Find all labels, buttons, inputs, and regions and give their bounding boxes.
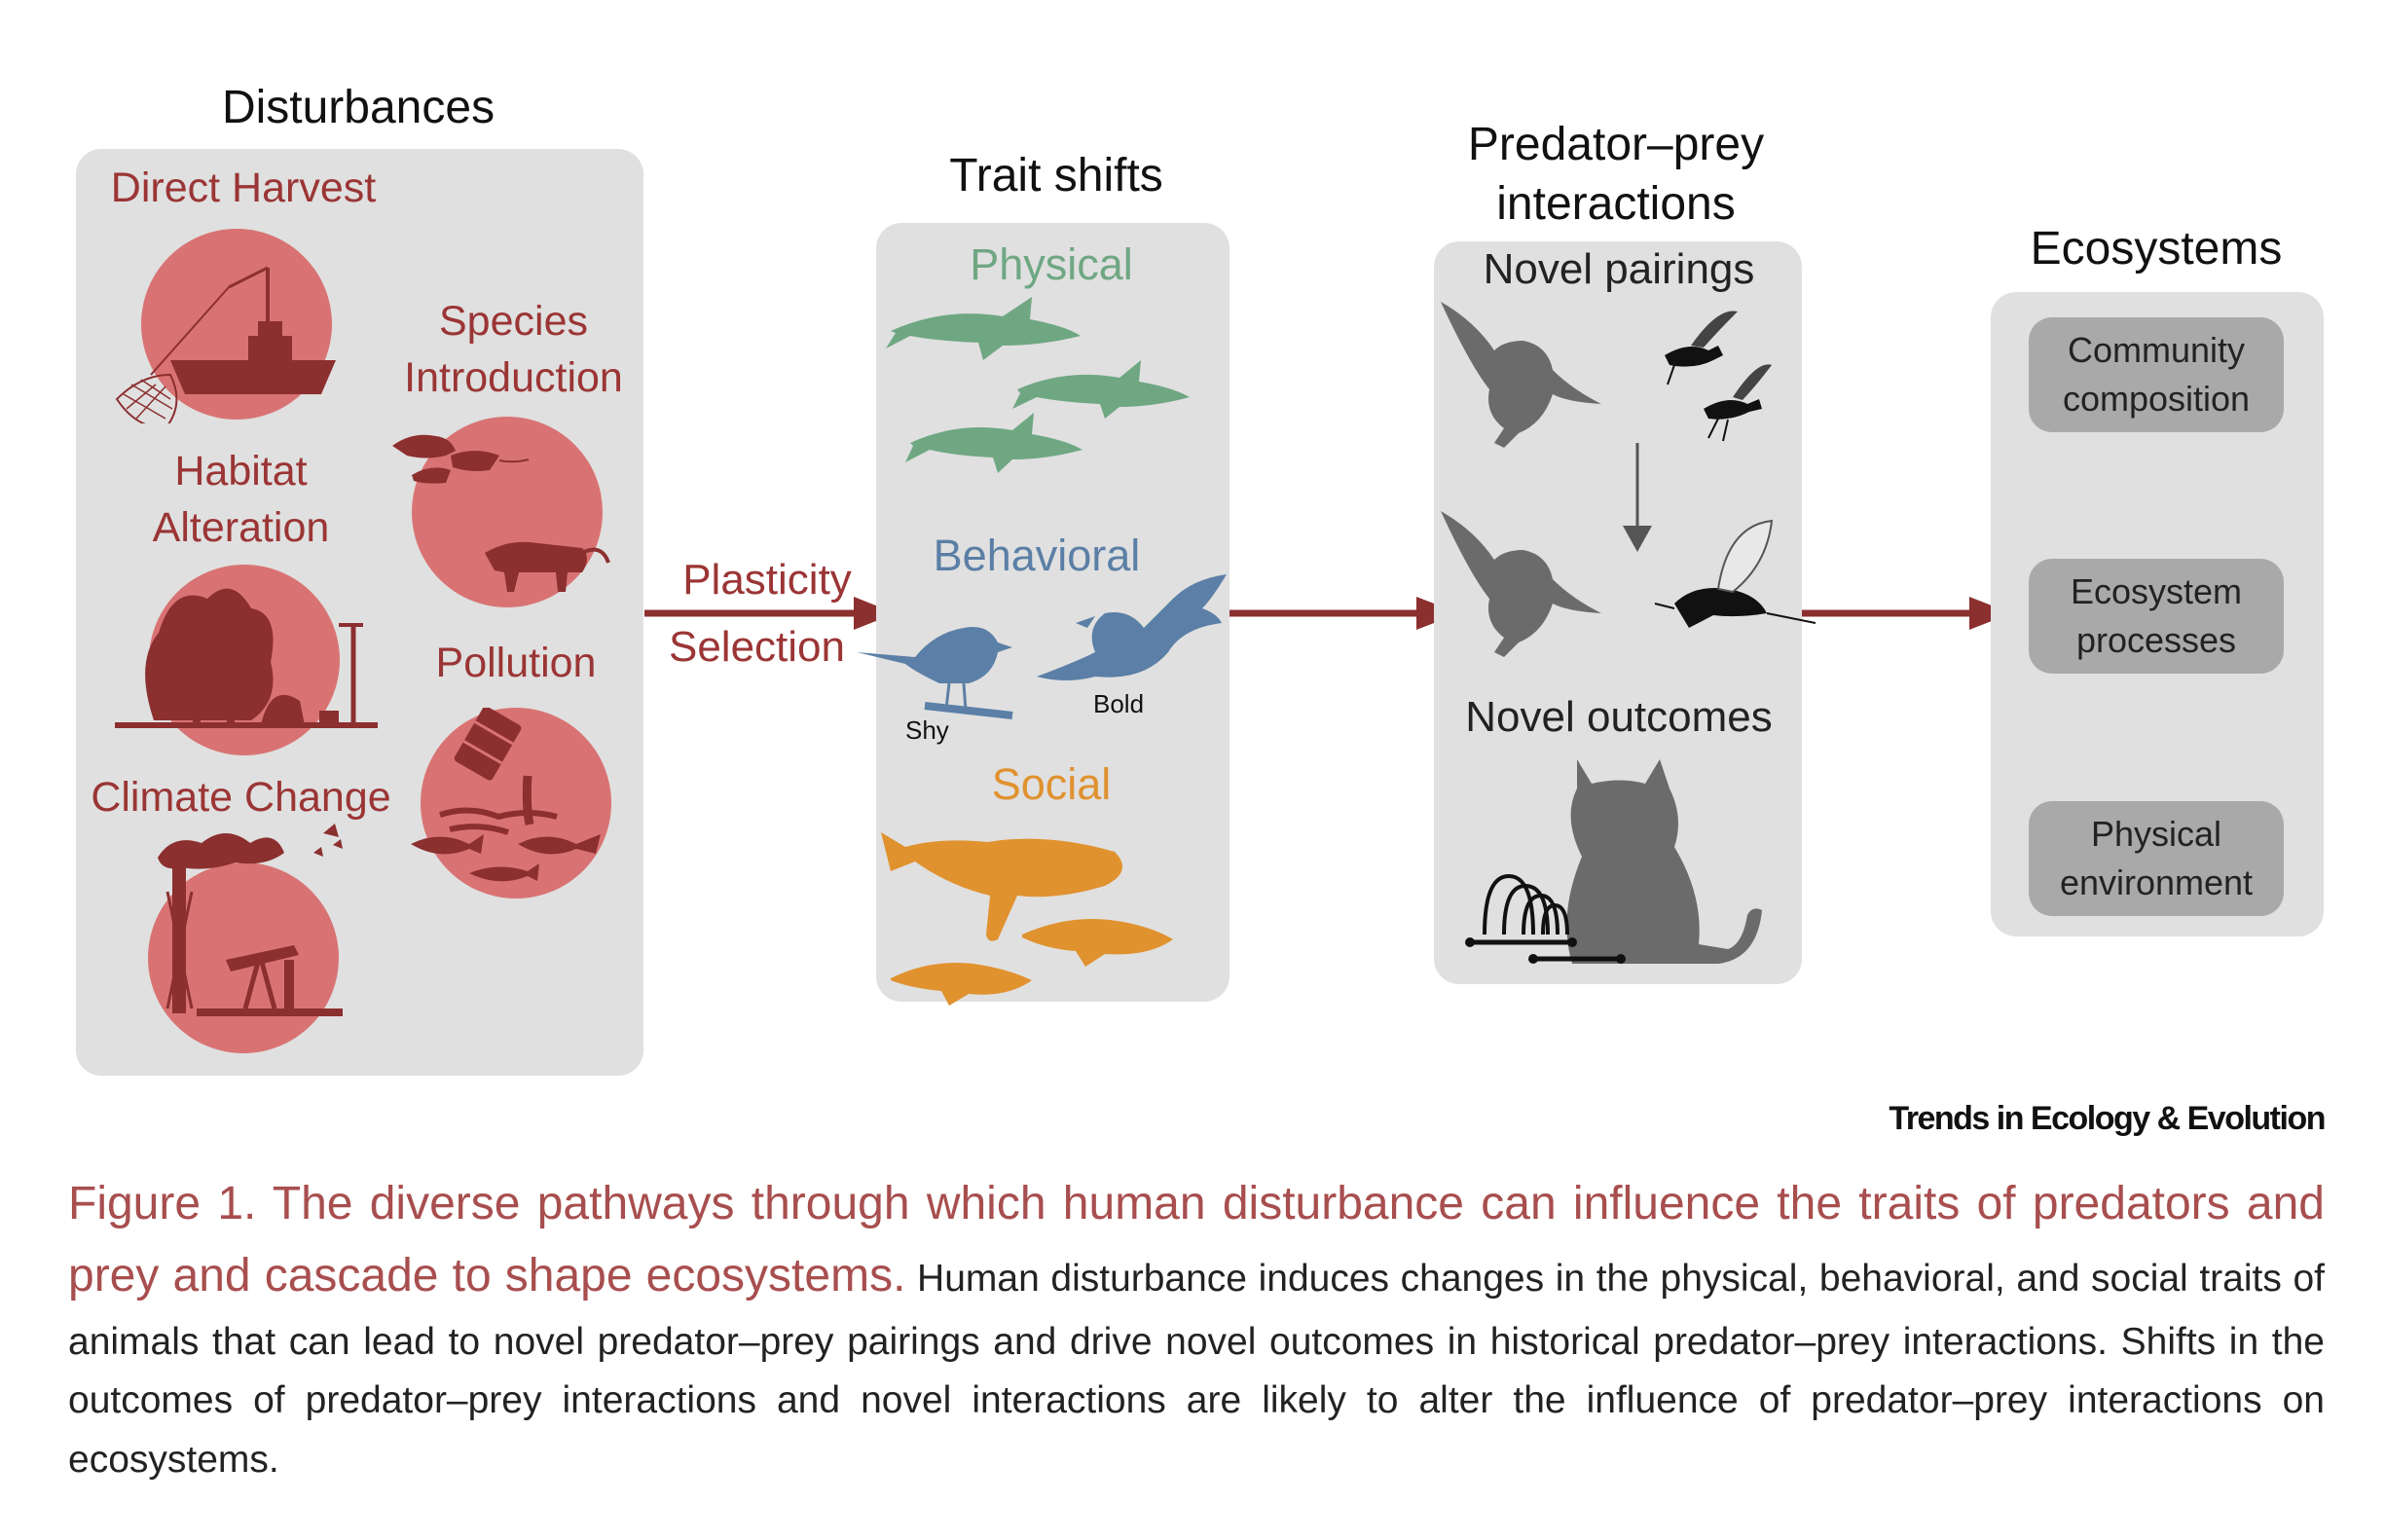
bold-label: Bold — [1093, 689, 1145, 718]
whale-icons — [881, 832, 1173, 1006]
caption-title: Figure 1. The diverse pathways through w… — [68, 1178, 2325, 1302]
ecosystems-title: Ecosystems — [2030, 223, 2283, 275]
novel-pairings-label: Novel pairings — [1483, 245, 1755, 293]
rats-and-cat-icon — [392, 434, 610, 592]
pollution-circle — [411, 708, 611, 898]
species-introduction-circle — [392, 417, 610, 607]
physical-environment-box: Physical environment — [2029, 801, 2284, 916]
bird-and-mayfly-icon — [1441, 511, 1816, 657]
selection-label: Selection — [668, 623, 845, 671]
species-introduction-label: Species Introduction — [404, 298, 623, 402]
social-label: Social — [991, 759, 1112, 809]
habitat-alteration-circle — [115, 565, 378, 755]
bird-and-wasps-icon — [1441, 302, 1772, 448]
behavioral-label: Behavioral — [933, 531, 1141, 580]
oil-spill-fish-icon — [411, 708, 601, 882]
cat-and-bones-icon — [1465, 759, 1762, 964]
arrow-interactions-to-ecosystems — [1802, 597, 2011, 630]
community-composition-box: Community composition — [2029, 317, 2284, 432]
ecosystem-processes-box: Ecosystem processes — [2029, 559, 2284, 674]
physical-label: Physical — [970, 239, 1133, 289]
novel-pairing-down-arrow — [1623, 443, 1652, 552]
disturbances-title: Disturbances — [221, 82, 495, 133]
caption-body: Human disturbance induces changes in the… — [68, 1258, 2325, 1481]
climate-change-circle — [148, 824, 343, 1053]
predator-prey-title: Predator–prey interactions — [1467, 119, 1765, 231]
shy-bird-icon — [857, 627, 1013, 719]
bold-bird-icon — [1037, 574, 1227, 680]
deforested-trees-icon — [115, 588, 378, 728]
trait-shifts-title: Trait shifts — [949, 150, 1163, 202]
direct-harvest-circle — [115, 229, 336, 423]
smokestack-oil-pump-icon — [158, 824, 343, 1016]
arrow-traits-to-interactions — [1229, 597, 1459, 630]
shark-icons — [886, 297, 1190, 473]
journal-name: Trends in Ecology & Evolution — [1889, 1100, 2326, 1137]
direct-harvest-label: Direct Harvest — [110, 165, 377, 211]
novel-outcomes-label: Novel outcomes — [1465, 693, 1773, 741]
plasticity-label: Plasticity — [682, 556, 852, 604]
habitat-alteration-label: Habitat Alteration — [152, 448, 330, 552]
figure-caption: Figure 1. The diverse pathways through w… — [68, 1168, 2325, 1489]
arrow-disturbances-to-traits — [644, 597, 896, 630]
shy-label: Shy — [905, 715, 949, 745]
fishing-boat-icon — [115, 266, 336, 423]
pollution-label: Pollution — [435, 640, 597, 686]
climate-change-label: Climate Change — [91, 774, 391, 821]
